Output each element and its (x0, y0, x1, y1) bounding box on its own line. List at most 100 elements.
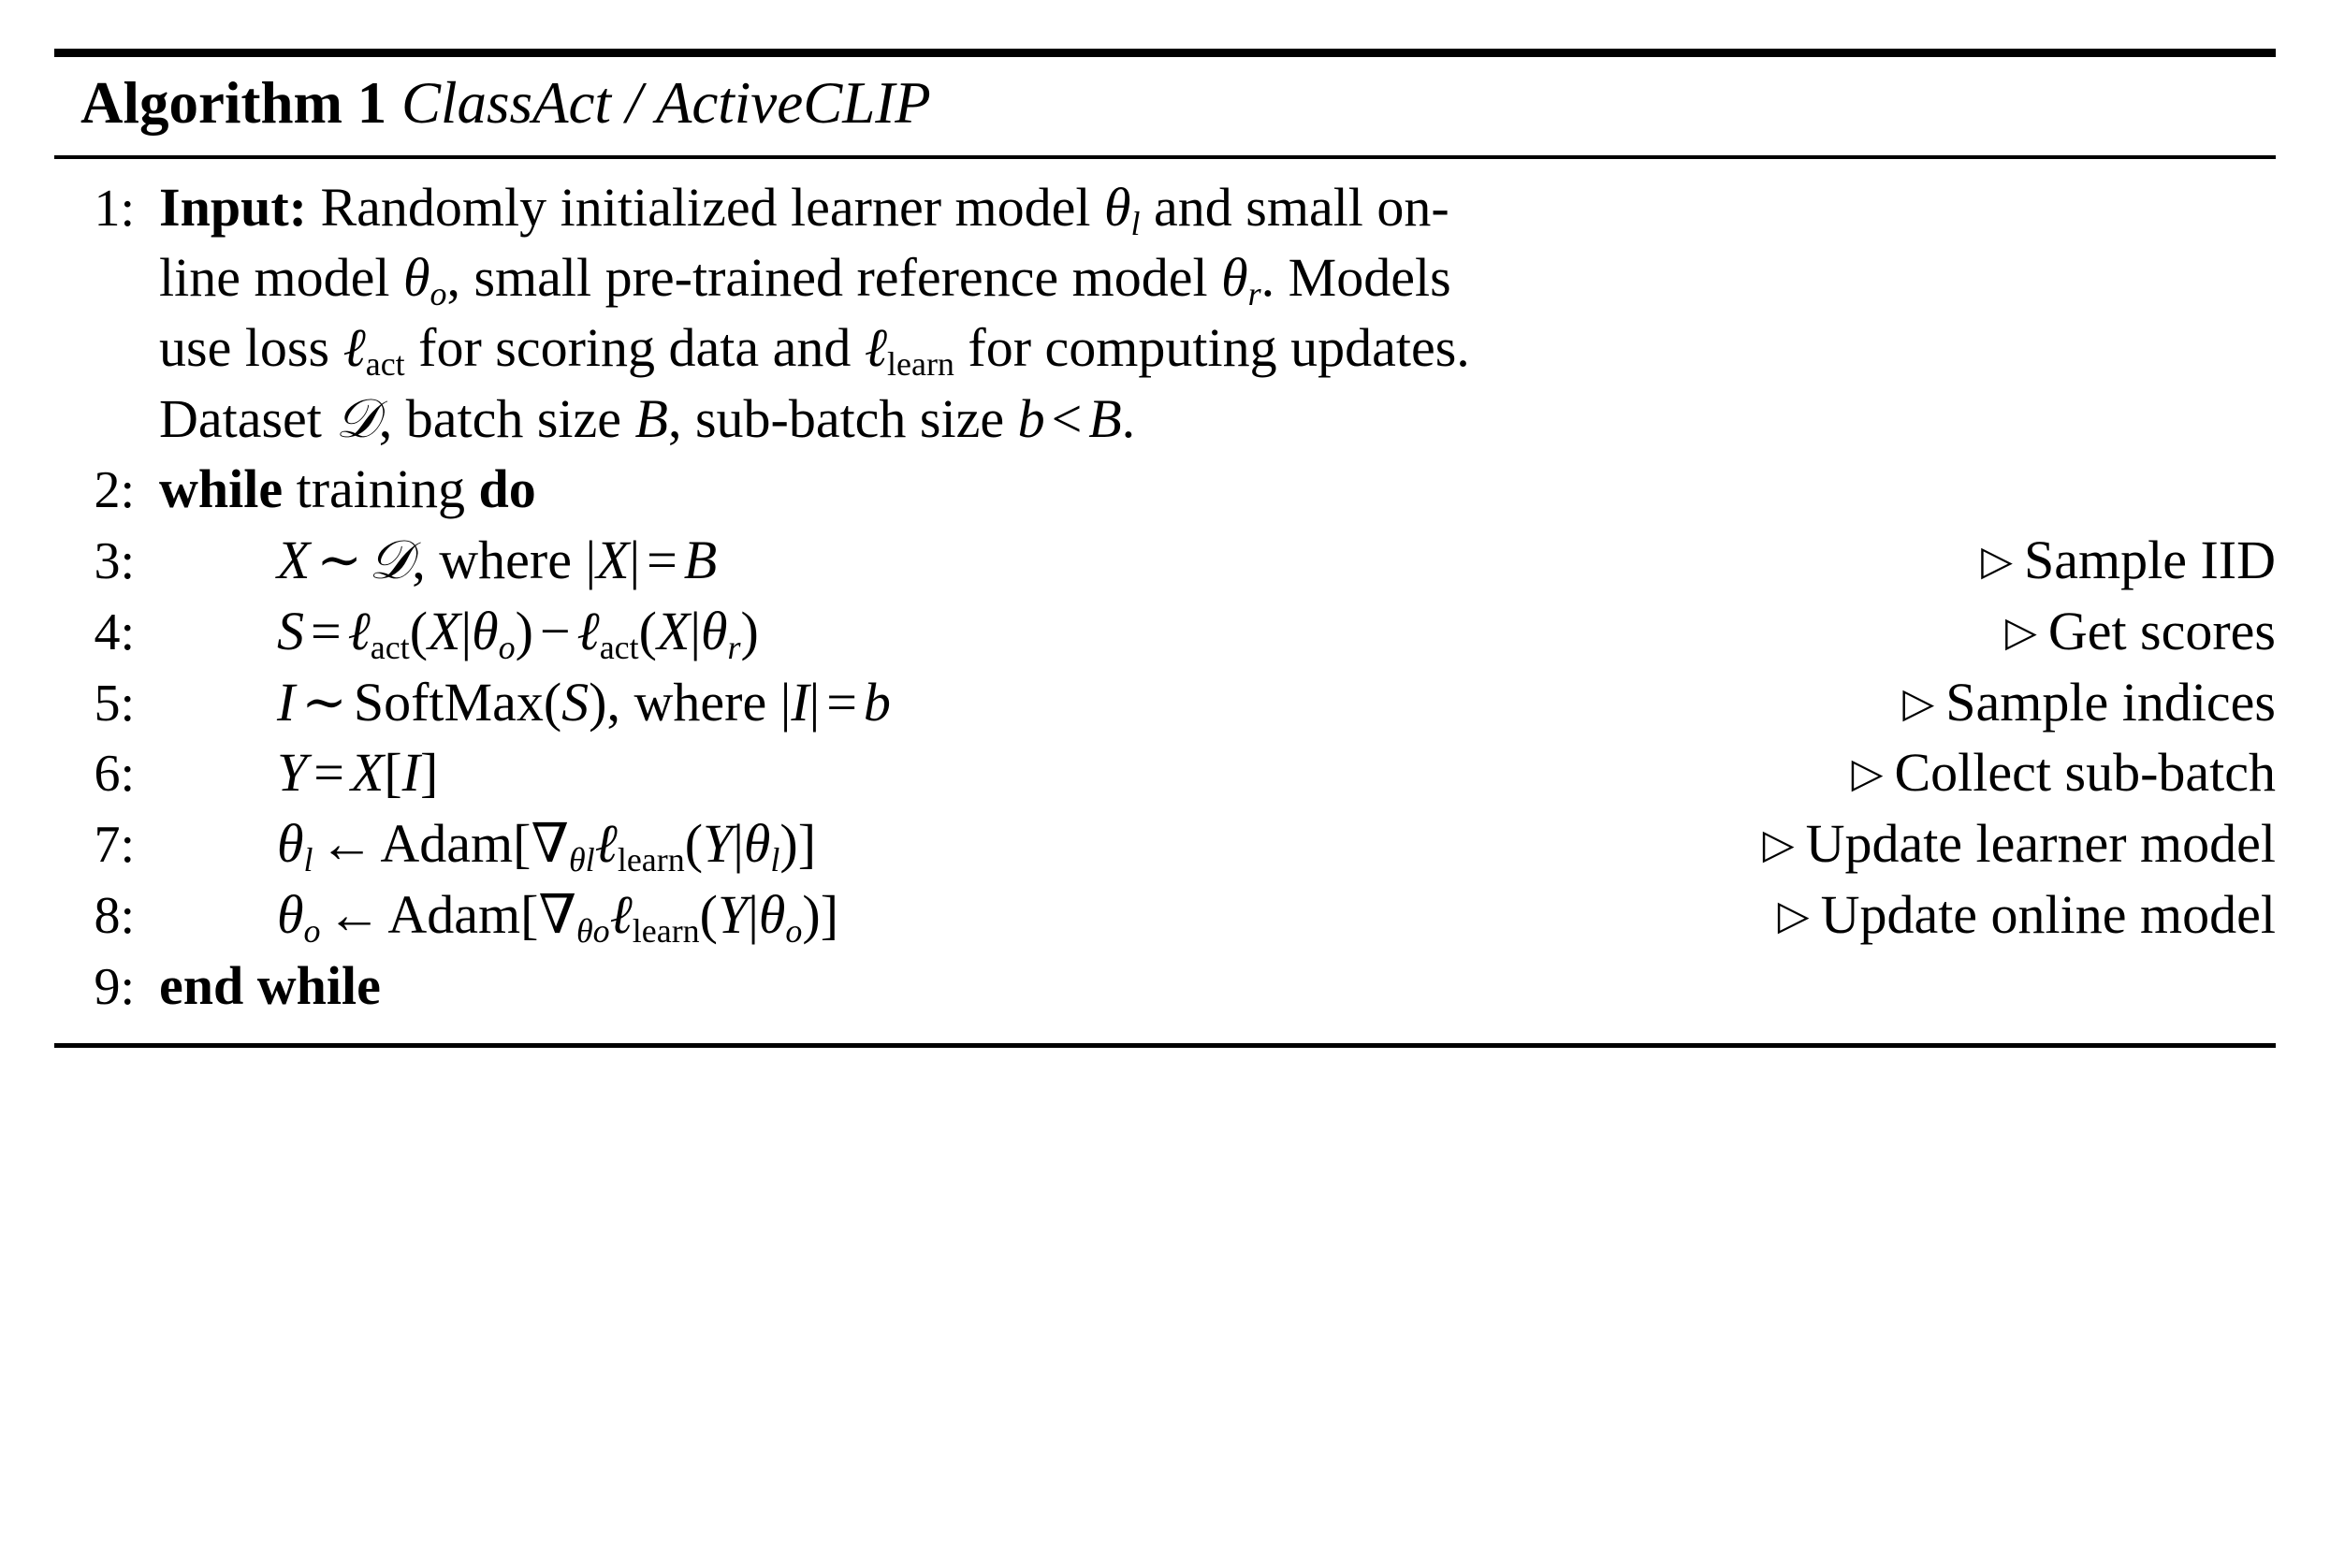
line-1-text-i: Dataset (159, 387, 322, 449)
line-9-content: end while (159, 951, 2276, 1021)
line-6-content: Y=X[I] ▷Collect sub-batch (159, 737, 2276, 807)
rbracket-6: ] (419, 742, 439, 804)
theta-l-7: θl (277, 813, 313, 879)
line-7-statement: θl←Adam[∇θlℓlearn(Y|θl)] (159, 808, 816, 878)
theta-o-1: θo (402, 246, 447, 312)
line-3-comment-text: Sample IID (2024, 529, 2276, 590)
line-number-3: 3: (94, 531, 135, 590)
eq-4: = (310, 600, 342, 661)
triangle-icon: ▷ (1981, 537, 2013, 584)
rule-top (54, 49, 2276, 57)
line-6-statement: Y=X[I] (159, 737, 438, 807)
triangle-icon: ▷ (1777, 892, 1810, 938)
line-1-text-b: and small on- (1154, 176, 1449, 238)
cal-d-1: 𝒟 (335, 387, 379, 449)
arrow-8: ← (327, 883, 382, 945)
training-word: training (296, 458, 466, 520)
nabla-theta-l-7: ∇θl (531, 813, 595, 879)
line-number-9: 9: (94, 957, 135, 1016)
line-5-comment: ▷Sample indices (1871, 667, 2276, 737)
abs-X-eq-B: |X|=B (585, 529, 718, 590)
line-9-statement: end while (159, 951, 381, 1021)
algorithm-line-2: 2: while training do (54, 454, 2276, 525)
line-number-4: 4: (94, 603, 135, 661)
var-X-3: X (277, 529, 311, 590)
line-1-statement: Input: Randomly initialized learner mode… (159, 172, 1470, 455)
ell-act-1: ℓact (342, 315, 405, 384)
line-1-text-d: , small pre-trained reference model (446, 246, 1208, 308)
var-S-5: S (561, 671, 590, 733)
line-8-comment: ▷Update online model (1746, 879, 2276, 950)
line-1-text-j: , batch size (378, 387, 621, 449)
line-4-content: S=ℓact(X|θo)−ℓact(X|θr) ▷Get scores (159, 596, 2276, 666)
sim-3: ∼ (316, 529, 362, 590)
lbracket-7: [ (513, 813, 532, 875)
line-number-5: 5: (94, 674, 135, 733)
line-1-text-c: line model (159, 246, 390, 308)
algorithm-title-label: Algorithm 1 (80, 70, 387, 136)
end-keyword: end (159, 954, 244, 1016)
line-6-comment-text: Collect sub-batch (1894, 742, 2276, 804)
triangle-icon: ▷ (1902, 679, 1935, 726)
var-X-6: X (350, 742, 385, 804)
b-lt-B: b<B (1017, 387, 1122, 449)
minus-4: − (539, 600, 571, 661)
line-3-statement: X∼𝒟, where |X|=B (159, 525, 717, 595)
line-number-7: 7: (94, 816, 135, 875)
comma-5: , (606, 671, 634, 733)
triangle-icon: ▷ (2004, 608, 2037, 655)
line-5-comment-text: Sample indices (1945, 671, 2276, 733)
input-keyword: Input: (159, 176, 307, 238)
line-2-content: while training do (159, 454, 2276, 524)
lparen-5: ( (543, 671, 562, 733)
line-8-comment-text: Update online model (1820, 883, 2276, 945)
triangle-icon: ▷ (1851, 750, 1884, 797)
line-1-content: Input: Randomly initialized learner mode… (159, 172, 2276, 455)
rule-middle (54, 154, 2276, 159)
line-3-content: X∼𝒟, where |X|=B ▷Sample IID (159, 525, 2276, 595)
algorithm-title-name: ClassAct / ActiveCLIP (400, 70, 931, 136)
line-number-1: 1: (94, 179, 135, 238)
line-6-comment: ▷Collect sub-batch (1820, 737, 2276, 807)
line-5-content: I∼SoftMax(S), where |I|=b ▷Sample indice… (159, 667, 2276, 737)
line-4-comment: ▷Get scores (1973, 596, 2276, 666)
ell-learn-Y-theta-o: ℓlearn(Y|θo) (609, 881, 821, 950)
line-4-statement: S=ℓact(X|θo)−ℓact(X|θr) (159, 596, 759, 666)
eq-6: = (313, 742, 344, 804)
algorithm-line-8: 8: θo←Adam[∇θoℓlearn(Y|θo)] ▷Update onli… (54, 879, 2276, 951)
nabla-sub-7: θl (568, 841, 595, 879)
nabla-sub-8: θo (575, 911, 610, 950)
triangle-icon: ▷ (1762, 821, 1795, 868)
softmax-5: SoftMax (353, 671, 544, 733)
line-1-period: . (1121, 387, 1136, 449)
where-3: where (439, 529, 572, 590)
where-5: where (633, 671, 767, 733)
algorithm-body: 1: Input: Randomly initialized learner m… (28, 159, 2302, 1027)
do-keyword: do (478, 458, 536, 520)
algorithm-line-5: 5: I∼SoftMax(S), where |I|=b ▷Sample ind… (54, 667, 2276, 738)
rule-bottom (54, 1043, 2276, 1049)
line-7-comment: ▷Update learner model (1731, 808, 2276, 878)
line-7-content: θl←Adam[∇θlℓlearn(Y|θl)] ▷Update learner… (159, 808, 2276, 878)
line-1-text-f: use loss (159, 317, 330, 379)
algorithm-line-4: 4: S=ℓact(X|θo)−ℓact(X|θr) ▷Get scores (54, 596, 2276, 667)
algorithm-title: Algorithm 1 ClassAct / ActiveCLIP (28, 57, 2302, 146)
nabla-theta-o-8: ∇θo (538, 883, 610, 950)
sim-5: ∼ (301, 671, 347, 733)
lbracket-8: [ (520, 883, 539, 945)
line-3-comment: ▷Sample IID (1949, 525, 2276, 595)
line-number-8: 8: (94, 886, 135, 945)
algorithm-line-7: 7: θl←Adam[∇θlℓlearn(Y|θl)] ▷Update lear… (54, 808, 2276, 879)
line-1-text-a: Randomly initialized learner model (320, 176, 1091, 238)
algorithm-block: Algorithm 1 ClassAct / ActiveCLIP 1: Inp… (28, 49, 2302, 1049)
lbracket-6: [ (384, 742, 402, 804)
while-keyword: while (159, 458, 284, 520)
rbracket-8: ] (820, 883, 839, 945)
line-8-statement: θo←Adam[∇θoℓlearn(Y|θo)] (159, 879, 838, 950)
abs-I-eq-b: |I|=b (779, 671, 891, 733)
var-B-1: B (634, 387, 668, 449)
line-1-text-g: for scoring data and (418, 317, 852, 379)
line-7-comment-text: Update learner model (1805, 813, 2276, 875)
var-S-4: S (277, 600, 304, 661)
adam-7: Adam (380, 813, 514, 875)
